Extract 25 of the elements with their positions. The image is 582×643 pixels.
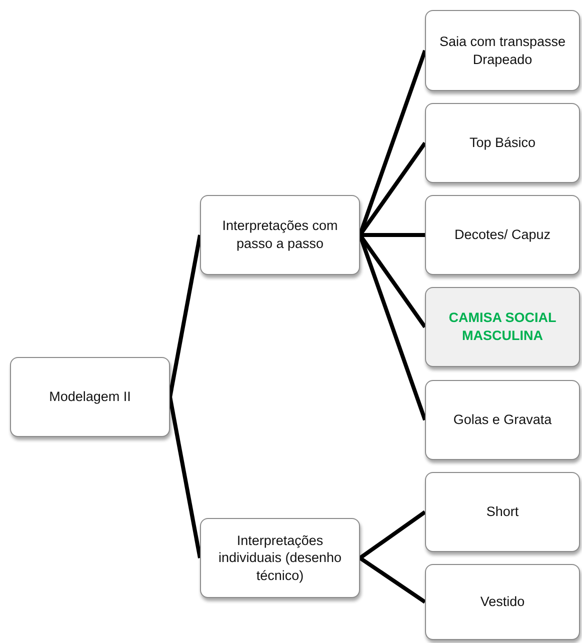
topic-box — [200, 518, 360, 598]
topic-text: Vestido — [480, 593, 525, 611]
topic-text: Top Básico — [469, 134, 536, 152]
topic-box — [425, 287, 580, 367]
topic-text: Interpretações com passo a passo — [221, 217, 339, 253]
topic-box — [425, 10, 580, 91]
topic-text: CAMISA SOCIAL MASCULINA — [448, 309, 558, 345]
connector-line — [358, 556, 426, 604]
topic-text: Golas e Gravata — [453, 411, 552, 429]
topic-text: Interpretações individuais (desenho técnico) — [217, 532, 343, 584]
connector-line — [358, 510, 426, 560]
connector-line — [168, 234, 202, 398]
topic-text: Decotes/ Capuz — [454, 226, 551, 244]
topic-box — [425, 380, 580, 460]
topic-box — [200, 195, 360, 275]
topic-text: Modelagem II — [49, 388, 131, 406]
connector-line — [360, 233, 425, 237]
topic-text: Short — [486, 503, 519, 521]
connector-line — [168, 396, 202, 558]
topic-box — [425, 195, 580, 275]
topic-box — [10, 357, 170, 437]
topic-box — [425, 472, 580, 552]
topic-text: Saia com transpasse Drapeado — [438, 32, 567, 68]
topic-box — [425, 564, 580, 640]
topic-box — [425, 103, 580, 183]
